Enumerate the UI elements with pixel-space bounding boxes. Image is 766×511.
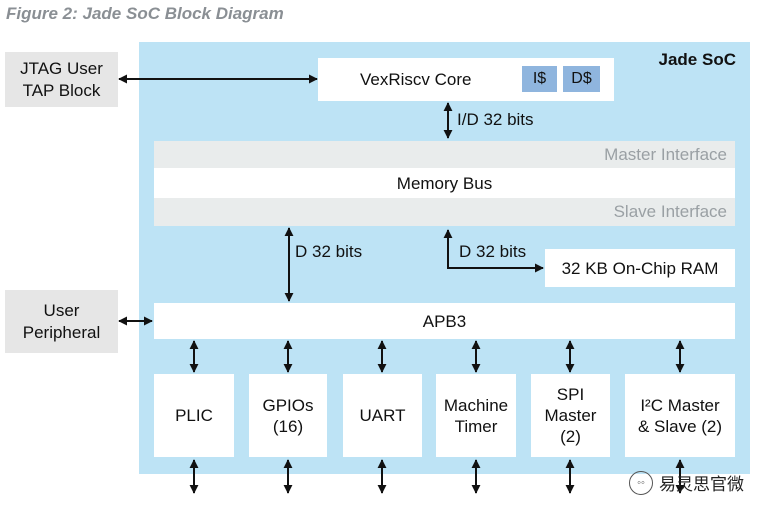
soc-title: Jade SoC	[658, 50, 736, 69]
user-peripheral-line2: Peripheral	[22, 322, 101, 342]
cpu-core-label: VexRiscv Core	[360, 70, 472, 89]
figure-caption: Figure 2: Jade SoC Block Diagram	[6, 4, 284, 23]
spi-line3: (2)	[560, 427, 581, 446]
spi-master-block: SPI Master (2)	[531, 374, 610, 457]
spi-line2: Master	[544, 406, 597, 425]
icache-block: I$	[522, 66, 557, 92]
i2c-block: I²C Master & Slave (2)	[625, 374, 735, 457]
slave-interface-band: Slave Interface	[154, 198, 735, 226]
user-peripheral-line1: User	[43, 300, 80, 320]
spi-line1: SPI	[556, 385, 585, 404]
gpio-line2: (16)	[272, 416, 304, 436]
user-peripheral-block: User Peripheral	[5, 290, 118, 353]
cpu-bus-label: I/D 32 bits	[457, 110, 534, 129]
membus-ram-arrow	[443, 229, 544, 273]
apb-link-label: D 32 bits	[295, 242, 363, 261]
plic-block: PLIC	[154, 374, 234, 457]
master-interface-band: Master Interface	[154, 141, 735, 168]
jtag-line2: TAP Block	[22, 80, 101, 100]
jtag-line1: JTAG User	[20, 58, 103, 78]
uart-block: UART	[343, 374, 422, 457]
on-chip-ram-block: 32 KB On-Chip RAM	[545, 249, 735, 287]
watermark-text: 易灵思官微	[659, 475, 744, 494]
gpio-line1: GPIOs	[262, 395, 314, 415]
plic-line1: PLIC	[175, 406, 213, 425]
gpio-block: GPIOs (16)	[249, 374, 327, 457]
i2c-line2: & Slave (2)	[637, 416, 723, 436]
dcache-block: D$	[563, 66, 600, 92]
machine-timer-line1: Machine	[443, 395, 509, 415]
watermark: ◦◦ 易灵思官微	[629, 470, 744, 495]
machine-timer-block: Machine Timer	[436, 374, 516, 457]
machine-timer-line2: Timer	[454, 416, 498, 436]
uart-line1: UART	[359, 406, 406, 425]
jtag-tap-block: JTAG User TAP Block	[5, 52, 118, 107]
wechat-icon: ◦◦	[629, 470, 653, 495]
memory-bus-block: Memory Bus	[154, 168, 735, 198]
i2c-line1: I²C Master	[640, 395, 720, 415]
apb3-bus-block: APB3	[154, 303, 735, 339]
